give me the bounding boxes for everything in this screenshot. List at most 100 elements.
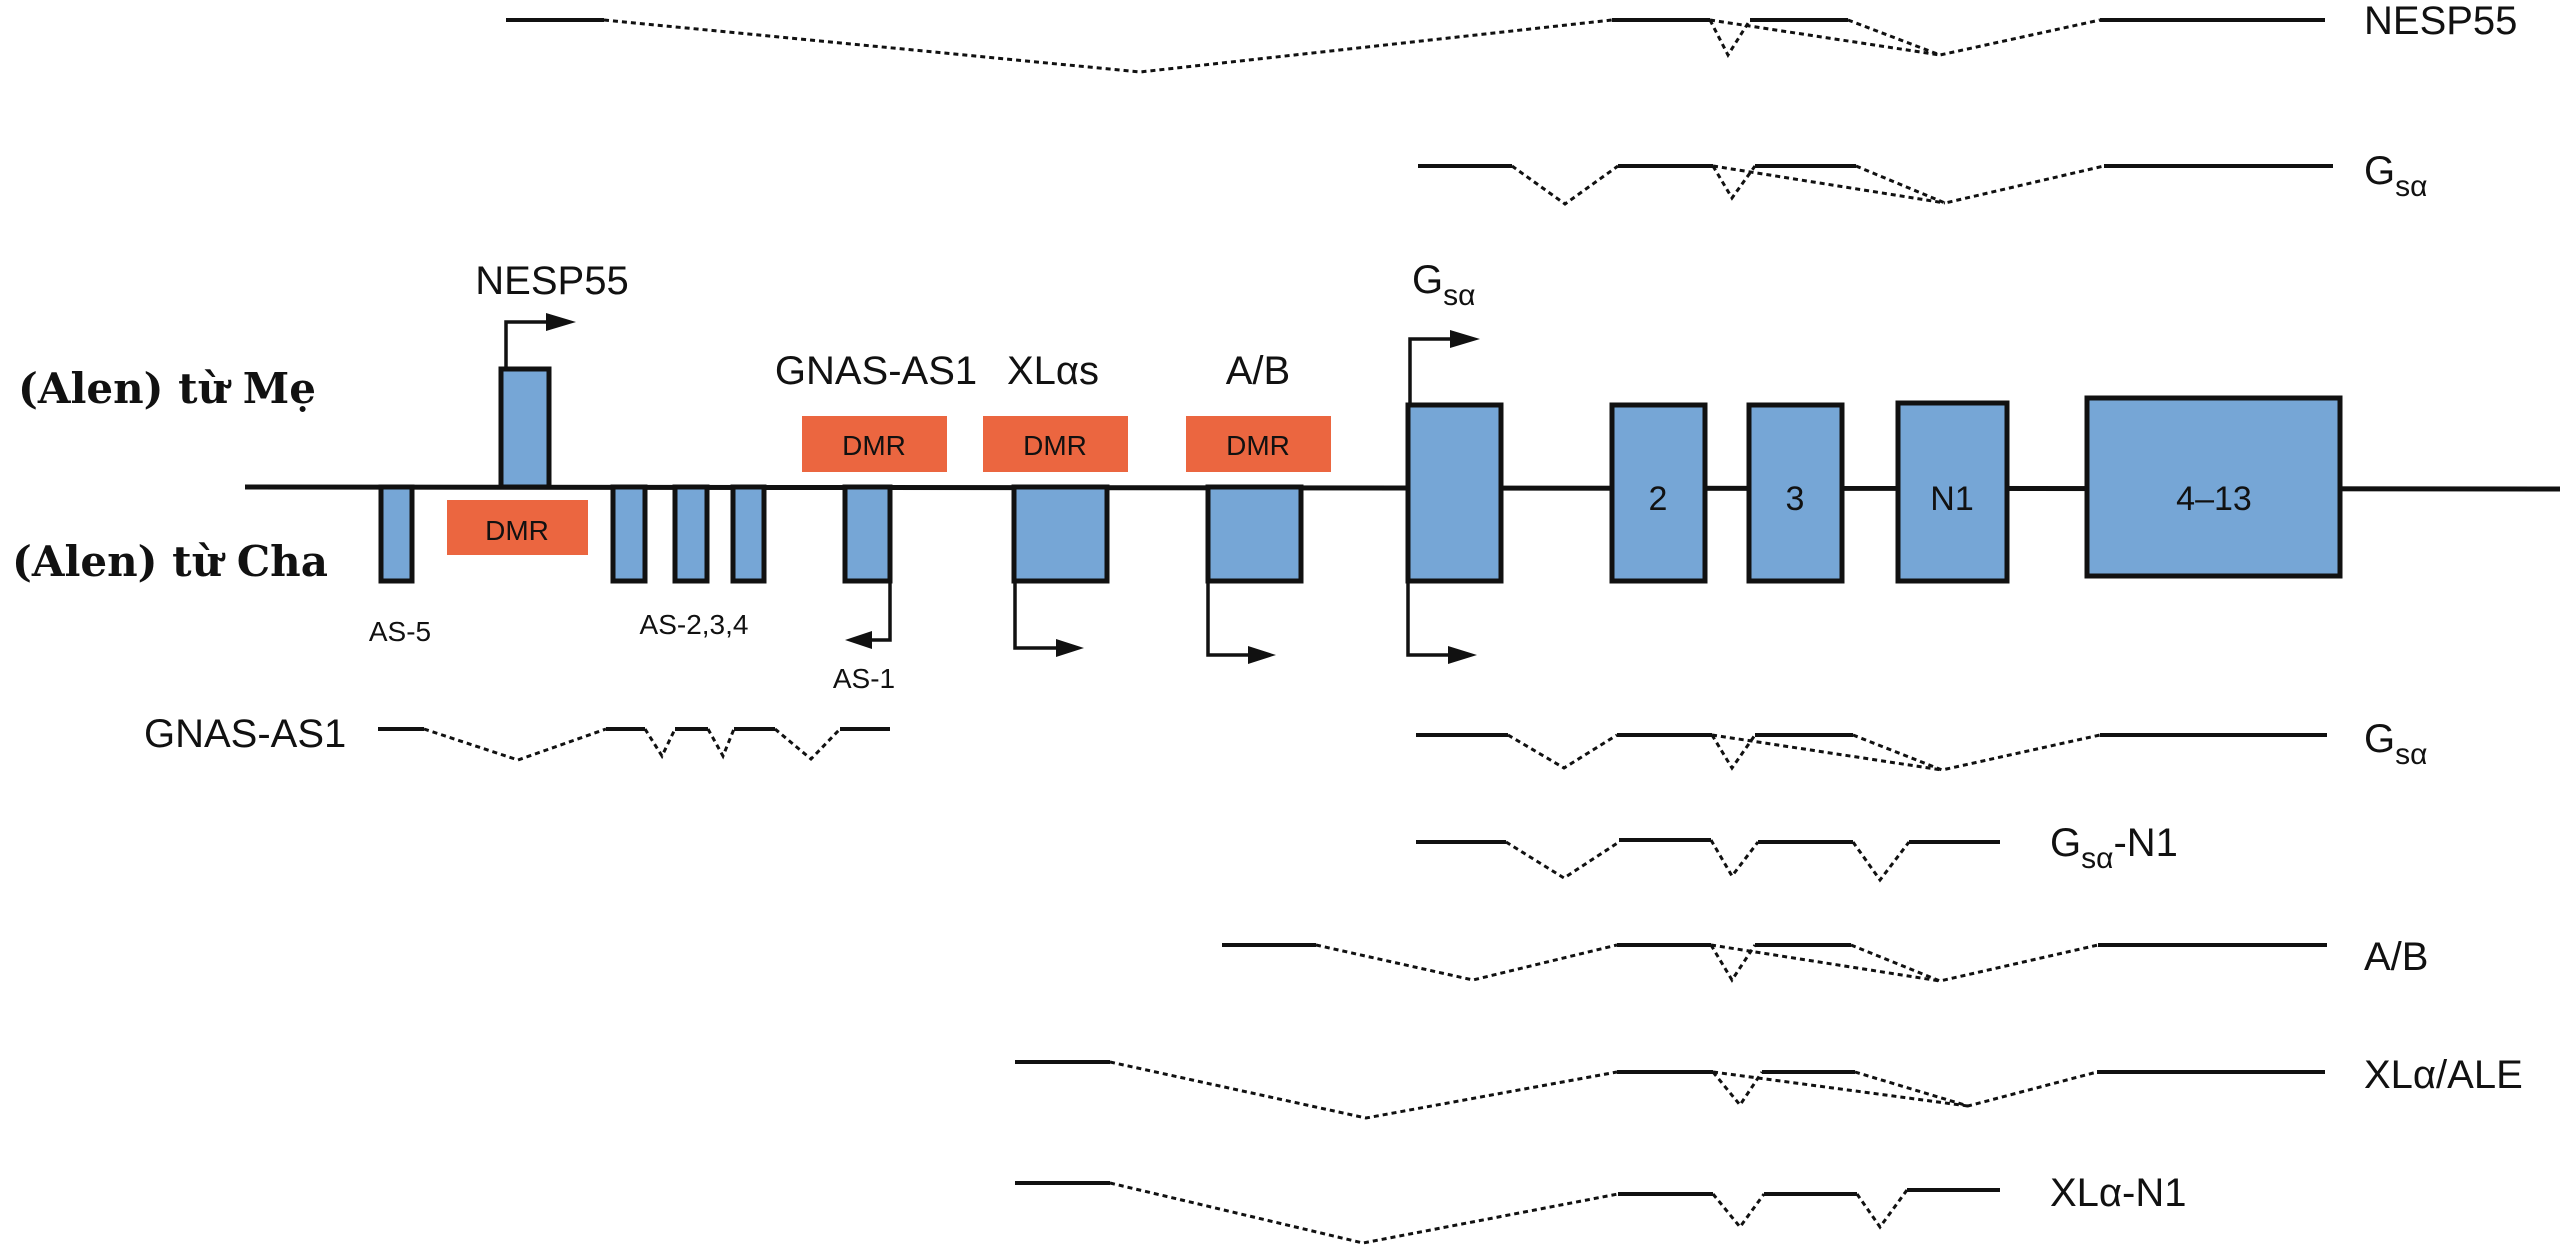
dmr-ab: DMR	[1186, 416, 1331, 472]
dmr-nesp55: DMR	[447, 500, 588, 555]
transcript-xla-ale: XLα/ALE	[1015, 1053, 2523, 1120]
exon-xlas	[1011, 484, 1110, 584]
exon-gsa-1	[1405, 402, 1504, 584]
maternal-allele-label: (Alen) từ Mẹ	[18, 364, 316, 413]
tx-splice	[1505, 840, 1620, 880]
exon-as2	[610, 484, 648, 584]
transcript-gsa-n1: Gsα-N1	[1416, 821, 2178, 883]
tx-splice	[1711, 165, 1757, 201]
dmr-label: DMR	[1226, 430, 1290, 461]
gsa-main: G	[1412, 258, 1443, 302]
promoter-labels: NESP55 GNAS-AS1 XLαs A/B Gsα AS-5 AS-2,3…	[369, 258, 1476, 694]
tx-splice	[423, 727, 607, 762]
tx-splice	[1711, 1071, 1764, 1108]
gsa-subscript: sα	[2395, 738, 2427, 771]
arrow-as1	[845, 581, 892, 649]
tx-splice	[603, 18, 1613, 74]
transcript-label-xla-ale: XLα/ALE	[2364, 1053, 2523, 1097]
exon-nesp55	[498, 366, 552, 490]
tx-splice	[1109, 1181, 1619, 1245]
exons: 2 3 N1 4–13	[378, 366, 2343, 584]
promoter-arrows	[504, 313, 1480, 664]
label-gnas-as1: GNAS-AS1	[775, 349, 977, 393]
label-ab: A/B	[1226, 349, 1290, 393]
tx-splice	[643, 728, 677, 760]
tx-splice	[1710, 734, 1757, 771]
tx-splice	[1708, 19, 1752, 59]
transcript-ab: A/B	[1222, 935, 2428, 983]
arrow-xlas	[1013, 581, 1084, 657]
dmr-label: DMR	[842, 430, 906, 461]
exon-label-n1: N1	[1930, 480, 1973, 518]
tx-splice	[1711, 733, 1943, 772]
tx-splice	[1854, 1070, 2098, 1108]
tx-splice	[1709, 944, 1757, 983]
gsa-subscript: sα	[1443, 279, 1475, 312]
tx-splice	[1709, 18, 1941, 57]
exon-as3	[672, 484, 710, 584]
tx-splice	[1711, 1193, 1766, 1230]
transcript-gnas-as1: GNAS-AS1	[144, 712, 890, 762]
tx-splice	[1109, 1060, 1618, 1120]
label-nesp55: NESP55	[475, 259, 628, 303]
arrow-gsa-maternal	[1408, 330, 1480, 405]
tx-splice	[1852, 733, 2101, 772]
exon-as5	[378, 484, 415, 584]
dmr-gnas-as1: DMR	[802, 416, 947, 472]
transcript-nesp55-top: NESP55	[506, 0, 2517, 74]
tx-splice	[774, 727, 842, 762]
tx-splice	[1847, 18, 2101, 57]
tx-splice	[1851, 841, 1911, 883]
gsa-main: G	[2050, 821, 2081, 865]
dmr-label: DMR	[1023, 430, 1087, 461]
exon-4-13	[2084, 395, 2343, 579]
gsa-main: G	[2364, 717, 2395, 761]
tx-splice	[1315, 943, 1618, 982]
transcript-label-ab: A/B	[2364, 935, 2428, 979]
tx-splice	[1712, 164, 1946, 205]
transcript-label-xla-n1: XLα-N1	[2050, 1171, 2187, 1215]
gsa-subscript: sα	[2081, 842, 2113, 875]
exon-n1	[1895, 400, 2010, 584]
transcript-gsa-top: Gsα	[1418, 149, 2427, 206]
transcript-label-gsa-n1: Gsα-N1	[2050, 821, 2178, 875]
arrow-gsa-paternal	[1406, 581, 1477, 664]
tx-splice	[1710, 943, 1941, 983]
transcript-label-gsa-bottom: Gsα	[2364, 717, 2427, 771]
transcript-gsa-bottom: Gsα	[1416, 717, 2427, 772]
allele-labels: (Alen) từ Mẹ (Alen) từ Cha	[12, 364, 328, 586]
exon-2	[1609, 402, 1708, 584]
gsa-main: G	[2364, 149, 2395, 193]
label-as1: AS-1	[833, 663, 895, 694]
tx-splice	[1855, 1189, 1909, 1230]
transcript-label-nesp55: NESP55	[2364, 0, 2517, 43]
tx-splice	[1507, 733, 1618, 770]
dmr-regions: DMR DMR DMR DMR	[447, 416, 1331, 555]
dmr-xlas: DMR	[983, 416, 1128, 472]
tx-splice	[1511, 164, 1619, 206]
gsa-subscript: sα	[2395, 170, 2427, 203]
n1-suffix: -N1	[2113, 821, 2177, 865]
exon-ab	[1205, 484, 1304, 584]
label-xlas: XLαs	[1007, 349, 1099, 393]
exon-label-4-13: 4–13	[2176, 480, 2252, 518]
exon-label-3: 3	[1786, 480, 1805, 518]
arrow-nesp55	[504, 313, 576, 369]
exon-as4	[730, 484, 767, 584]
tx-splice	[1712, 1070, 1969, 1108]
tx-splice	[706, 728, 736, 760]
label-gsa: Gsα	[1412, 258, 1475, 312]
arrow-ab	[1206, 581, 1276, 664]
transcript-label-gsa-top: Gsα	[2364, 149, 2427, 203]
tx-splice	[1850, 943, 2099, 983]
paternal-allele-label: (Alen) từ Cha	[12, 537, 328, 586]
dmr-label: DMR	[485, 515, 549, 546]
exon-label-2: 2	[1649, 480, 1668, 518]
transcript-label-gnas-as1: GNAS-AS1	[144, 712, 346, 756]
tx-splice	[1855, 164, 2105, 205]
label-as234: AS-2,3,4	[640, 609, 749, 640]
exon-as1	[842, 484, 893, 584]
transcript-xla-n1: XLα-N1	[1015, 1171, 2187, 1245]
exon-3	[1746, 402, 1845, 584]
